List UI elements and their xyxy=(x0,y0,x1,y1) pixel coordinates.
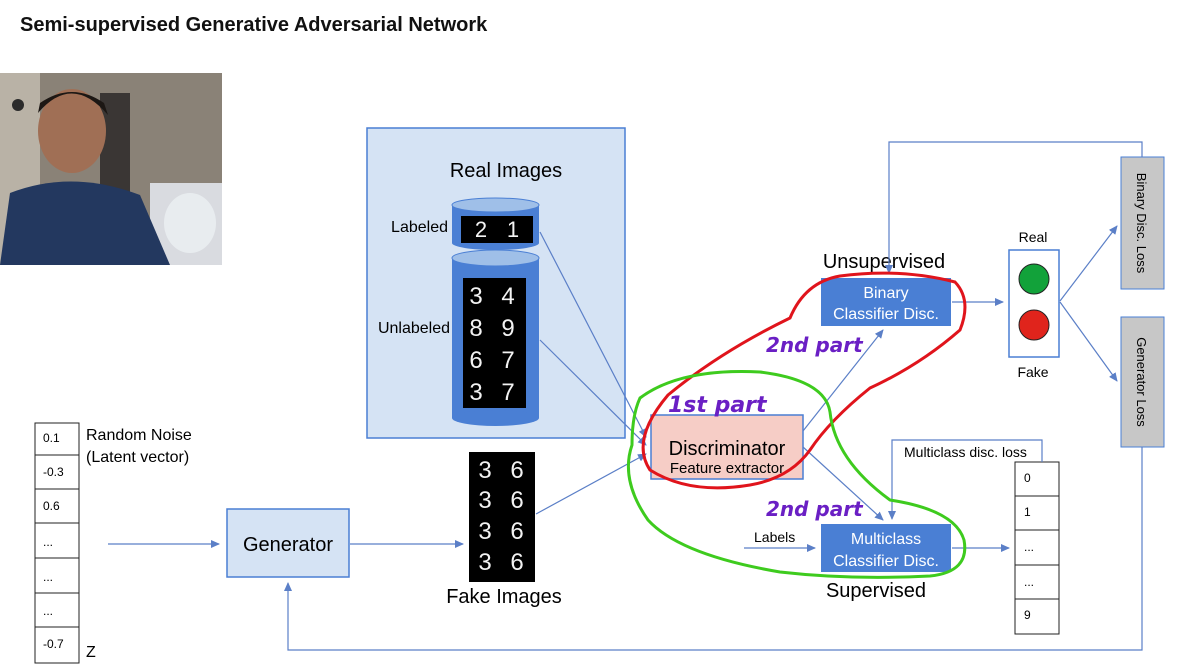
multiclass-classifier-sublabel: Classifier Disc. xyxy=(833,553,939,570)
z-label: Z xyxy=(86,644,96,661)
output-value: 9 xyxy=(1024,608,1031,622)
multiclass-classifier-label: Multiclass xyxy=(851,531,921,548)
noise-value: ... xyxy=(43,570,53,584)
fake-digit: 6 xyxy=(510,518,523,545)
second-part-annotation-top: 2nd part xyxy=(766,333,864,357)
labels-input-label: Labels xyxy=(754,529,795,545)
discriminator-label: Discriminator xyxy=(669,438,786,460)
noise-value: 0.1 xyxy=(43,431,60,445)
generator-loss-label: Generator Loss xyxy=(1134,337,1149,427)
fake-digit: 6 xyxy=(510,487,523,514)
connector-arrows xyxy=(108,141,1143,651)
output-vector xyxy=(1014,461,1060,635)
labeled-digit: 1 xyxy=(507,217,519,242)
unlabeled-digit: 3 xyxy=(469,379,482,406)
unlabeled-digit: 9 xyxy=(501,315,514,342)
noise-value: -0.3 xyxy=(43,465,64,479)
generator-label: Generator xyxy=(243,534,333,556)
fake-digit: 3 xyxy=(478,549,491,576)
first-part-annotation: 1st part xyxy=(668,393,768,418)
noise-label: Random Noise xyxy=(86,427,192,444)
noise-value: 0.6 xyxy=(43,499,60,513)
unlabeled-cylinder xyxy=(451,249,540,426)
unlabeled-label: Unlabeled xyxy=(378,320,450,337)
fake-digit: 3 xyxy=(478,518,491,545)
labeled-digit: 2 xyxy=(475,217,487,242)
green-outline xyxy=(626,370,967,579)
output-value: ... xyxy=(1024,540,1034,554)
output-value: 0 xyxy=(1024,471,1031,485)
noise-vector xyxy=(34,422,80,664)
generator-loss-box xyxy=(1120,316,1165,448)
noise-value: ... xyxy=(43,535,53,549)
multiclass-loss-label: Multiclass disc. loss xyxy=(904,444,1027,460)
discriminator-sublabel: Feature extractor xyxy=(670,460,784,477)
fake-digit: 3 xyxy=(478,487,491,514)
fake-digit: 6 xyxy=(510,549,523,576)
noise-value: ... xyxy=(43,604,53,618)
labeled-label: Labeled xyxy=(391,219,448,236)
page-title: Semi-supervised Generative Adversarial N… xyxy=(20,14,488,36)
second-part-annotation-bottom: 2nd part xyxy=(766,497,864,521)
binary-classifier-label: Binary xyxy=(863,285,908,302)
noise-value: -0.7 xyxy=(43,637,64,651)
fake-images-strip xyxy=(469,452,535,582)
real-light xyxy=(1018,263,1050,295)
output-value: ... xyxy=(1024,575,1034,589)
discriminator-box xyxy=(650,414,804,480)
real-images-title: Real Images xyxy=(450,160,562,182)
unsupervised-label: Unsupervised xyxy=(823,251,945,273)
real-label: Real xyxy=(1019,229,1048,245)
unlabeled-digit: 7 xyxy=(501,347,514,374)
generator-box xyxy=(226,508,350,578)
fake-label: Fake xyxy=(1017,364,1048,380)
binary-classifier-sublabel: Classifier Disc. xyxy=(833,306,939,323)
fake-digit: 3 xyxy=(478,457,491,484)
output-value: 1 xyxy=(1024,505,1031,519)
binary-classifier-box xyxy=(821,278,951,326)
unlabeled-digit: 6 xyxy=(469,347,482,374)
fake-digit: 6 xyxy=(510,457,523,484)
unlabeled-digit: 7 xyxy=(501,379,514,406)
binary-loss-box xyxy=(1120,156,1165,290)
red-outline xyxy=(641,271,967,490)
multiclass-classifier-box xyxy=(821,524,951,572)
presenter-image xyxy=(0,73,222,265)
unlabeled-digit: 8 xyxy=(469,315,482,342)
binary-loss-label: Binary Disc. Loss xyxy=(1134,173,1149,274)
labeled-cylinder xyxy=(451,197,540,250)
unlabeled-digit: 4 xyxy=(501,283,514,310)
noise-sublabel: (Latent vector) xyxy=(86,449,189,466)
fake-light xyxy=(1018,309,1050,341)
supervised-label: Supervised xyxy=(826,580,926,602)
unlabeled-digit: 3 xyxy=(469,283,482,310)
fake-images-label: Fake Images xyxy=(446,586,562,608)
webcam-video xyxy=(0,73,222,265)
